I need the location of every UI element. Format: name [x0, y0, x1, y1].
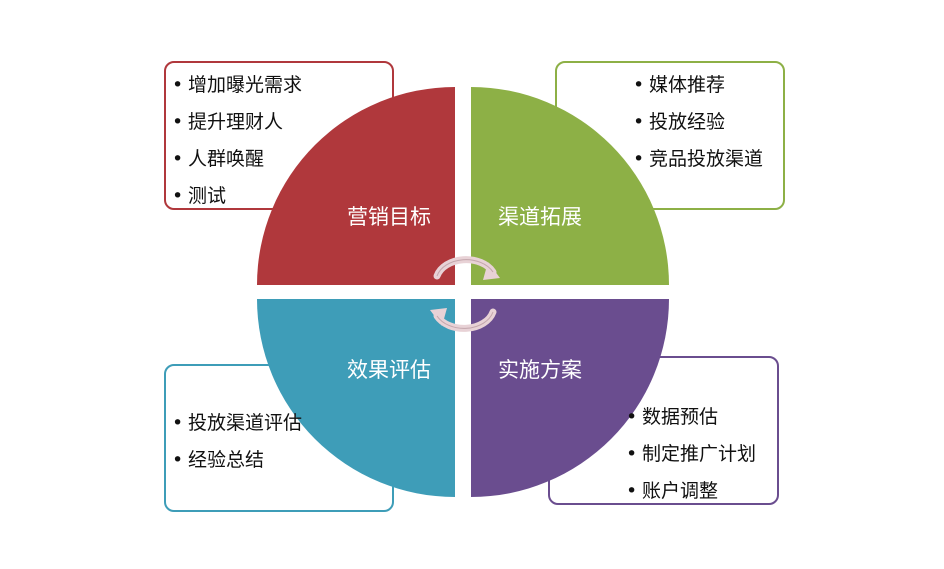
list-item: 投放渠道评估: [172, 414, 302, 434]
list-item: 媒体推荐: [633, 76, 763, 96]
channel-list: 媒体推荐 投放经验 竞品投放渠道: [633, 76, 763, 187]
plan-list: 数据预估 制定推广计划 账户调整: [626, 408, 756, 519]
list-item: 投放经验: [633, 113, 763, 133]
list-item: 提升理财人: [172, 113, 302, 133]
list-item: 测试: [172, 187, 302, 207]
goals-list: 增加曝光需求 提升理财人 人群唤醒 测试: [172, 76, 302, 224]
list-item: 账户调整: [626, 482, 756, 502]
goals-label: 营销目标: [347, 205, 431, 229]
plan-label: 实施方案: [498, 358, 582, 382]
evaluation-list: 投放渠道评估 经验总结: [172, 414, 302, 488]
list-item: 数据预估: [626, 408, 756, 428]
channel-quadrant: [471, 87, 669, 285]
list-item: 经验总结: [172, 451, 302, 471]
goals-quadrant: [257, 87, 455, 285]
channel-label: 渠道拓展: [498, 205, 582, 229]
list-item: 增加曝光需求: [172, 76, 302, 96]
evaluation-label: 效果评估: [347, 358, 431, 382]
evaluation-quadrant: [257, 299, 455, 497]
list-item: 制定推广计划: [626, 445, 756, 465]
list-item: 人群唤醒: [172, 150, 302, 170]
list-item: 竞品投放渠道: [633, 150, 763, 170]
plan-quadrant: [471, 299, 669, 497]
circular-arrows-icon: [430, 256, 500, 332]
